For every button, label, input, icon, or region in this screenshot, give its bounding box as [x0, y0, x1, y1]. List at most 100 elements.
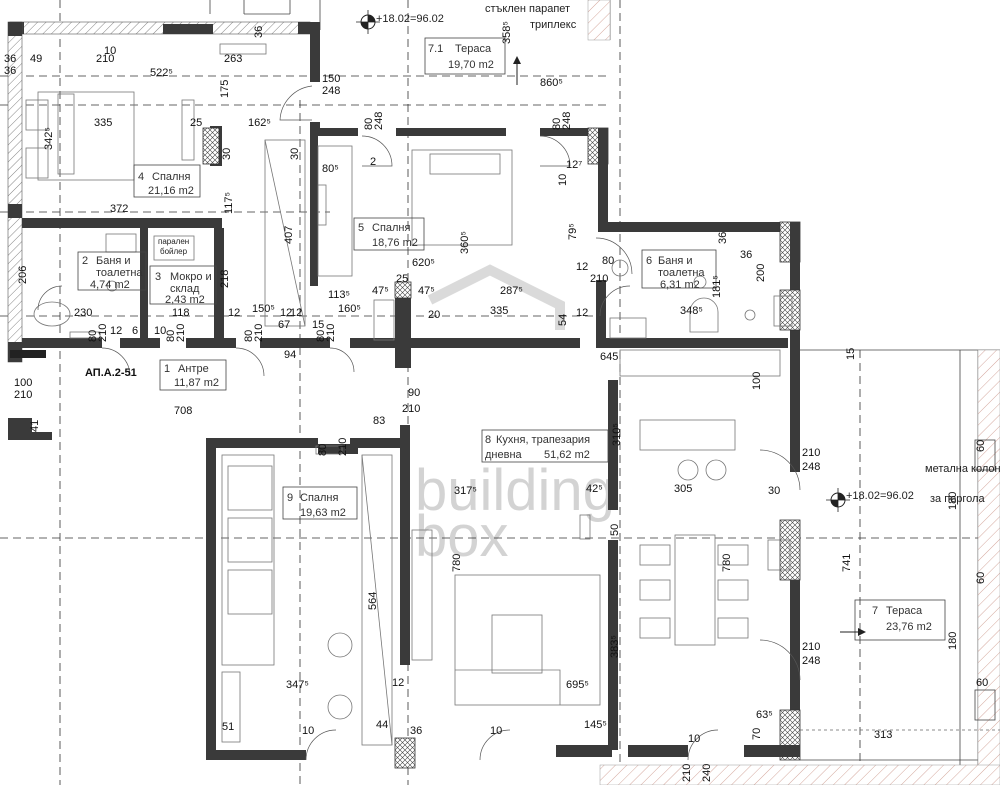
room-2-area: 4,74 m2 [90, 279, 130, 291]
room-5-num: 5 [358, 222, 364, 234]
dimension-label: 90 [408, 387, 420, 399]
dimension-label: 780 [721, 554, 733, 572]
dimension-label: 564 [367, 592, 379, 610]
dimension-label: 12 [110, 325, 122, 337]
dimension-label: 12⁷ [566, 159, 582, 171]
dimension-label: 80 [243, 330, 255, 342]
dimension-label: 36 [4, 53, 16, 65]
dimension-label: 210 [97, 324, 109, 342]
dimension-label: 210 [681, 764, 693, 782]
room-7-name: Тераса [886, 605, 923, 617]
doors [37, 85, 801, 761]
dimension-label: 25 [396, 273, 408, 285]
room-2-name2: тоалетна [96, 267, 143, 279]
dimension-label: 522⁵ [150, 67, 173, 79]
dimension-label: 41 [29, 420, 41, 432]
dimension-label: 287⁵ [500, 285, 523, 297]
room-6-num: 6 [646, 255, 652, 267]
dimension-label: 645 [600, 351, 618, 363]
level-label-top: +18.02=96.02 [376, 13, 444, 25]
room-3-area: 2,43 m2 [165, 294, 205, 306]
terrace-top [209, 0, 611, 85]
dimension-label: 210 [175, 324, 187, 342]
dimension-label: 36 [740, 249, 752, 261]
dimension-label: 80 [551, 118, 563, 130]
dimension-label: 248 [802, 655, 820, 667]
room-label-7-1: 7.1 Тераса 19,70 m2 [428, 43, 494, 71]
dimension-label: 10 [104, 45, 116, 57]
room-7-area: 23,76 m2 [886, 621, 932, 633]
dimension-label: 80 [87, 330, 99, 342]
dimension-label: 180 [947, 632, 959, 650]
room-7-1-num: 7.1 [428, 43, 443, 55]
dimension-label: 175 [219, 80, 231, 98]
dimension-label: 150 [322, 73, 340, 85]
dimension-label: 10 [302, 725, 314, 737]
room-label-7: 7 Тераса 23,76 m2 [872, 605, 932, 633]
room-9-area: 19,63 m2 [300, 507, 346, 519]
dimension-label: 83 [373, 415, 385, 427]
dimension-label: 407 [283, 226, 295, 244]
room-8-area: 51,62 m2 [544, 449, 590, 461]
dimension-label: 620⁵ [412, 257, 435, 269]
room-6-name: Баня и [658, 255, 693, 267]
dimension-label: 47⁵ [372, 285, 389, 297]
dimension-label: 80 [363, 118, 375, 130]
terrace-right [599, 349, 1000, 785]
room-label-3: 3 Мокро и склад 2,43 m2 [149, 265, 217, 306]
room-4-num: 4 [138, 171, 144, 183]
dimension-label: 695⁵ [566, 679, 589, 691]
room-6-name2: тоалетна [658, 267, 705, 279]
dimension-label: 100 [14, 377, 32, 389]
note-triplex: триплекс [530, 19, 577, 31]
dimension-label: 80 [165, 330, 177, 342]
dimension-label: 348⁵ [680, 305, 703, 317]
dimension-label: 160⁵ [338, 303, 361, 315]
room-7-1-area: 19,70 m2 [448, 59, 494, 71]
dimension-label: 6 [132, 325, 138, 337]
dimension-label: 310⁵ [611, 423, 623, 446]
dimension-label: 36 [717, 232, 729, 244]
dimension-label: 94 [284, 349, 296, 361]
dimension-label: 317⁵ [454, 485, 477, 497]
dimension-label: 218 [219, 270, 231, 288]
room-3-name: Мокро и [170, 271, 212, 283]
dimension-label: 10 [154, 325, 166, 337]
room-1-name: Антре [178, 363, 209, 375]
dimension-label: 54 [557, 314, 569, 326]
dimension-label: 80⁵ [322, 163, 339, 175]
dimension-label: 30 [768, 485, 780, 497]
dimension-label: 342⁵ [43, 127, 55, 150]
dimension-label: 210 [253, 324, 265, 342]
dimension-label: 230 [74, 307, 92, 319]
dimension-label: 12 [576, 261, 588, 273]
dimension-label: 240 [701, 764, 713, 782]
dimension-label: 210 [325, 324, 337, 342]
dimension-label: 60 [975, 440, 987, 452]
dimension-label: 12 [228, 307, 240, 319]
dimension-label: 51 [222, 721, 234, 733]
room-7-num: 7 [872, 605, 878, 617]
dimension-label: 12 [392, 677, 404, 689]
room-1-num: 1 [164, 363, 170, 375]
dimension-label: 248 [322, 85, 340, 97]
dimension-label: 335 [94, 117, 112, 129]
dimension-label: 100 [751, 372, 763, 390]
room-9-name: Спалня [300, 492, 339, 504]
note-column-1: метална колона [925, 463, 1000, 475]
dimension-label: 335 [490, 305, 508, 317]
dimension-label: 36 [4, 65, 16, 77]
dimension-label: 44 [376, 719, 388, 731]
room-label-6: 6 Баня и тоалетна 6,31 m2 [641, 249, 717, 291]
dimension-label: 60 [976, 677, 988, 689]
dimension-label: 36 [410, 725, 422, 737]
note-parapet: стъклен парапет [485, 3, 570, 15]
dimension-label: 206 [17, 266, 29, 284]
furniture [25, 43, 793, 746]
boiler-label-1: парален [158, 237, 189, 246]
dimension-label: 741 [841, 554, 853, 572]
room-1-area: 11,87 m2 [174, 377, 219, 389]
